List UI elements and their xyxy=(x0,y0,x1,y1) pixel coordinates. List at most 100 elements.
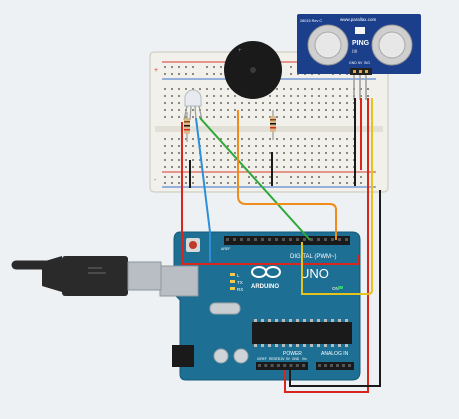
power-pin[interactable] xyxy=(270,364,274,367)
sensor-model-sub: )))) xyxy=(352,48,358,53)
atmega-chip xyxy=(252,322,352,344)
header-pin[interactable] xyxy=(296,238,299,241)
tx-label: TX xyxy=(237,280,243,285)
uno-logo: UNO xyxy=(300,266,329,281)
breadboard-hole xyxy=(178,109,180,111)
breadboard-hole xyxy=(248,159,250,161)
power-jack[interactable] xyxy=(172,345,194,367)
header-pin[interactable] xyxy=(261,238,264,241)
analog-pin[interactable] xyxy=(318,364,321,367)
breadboard-hole xyxy=(276,145,278,147)
breadboard-hole xyxy=(241,159,243,161)
l-led xyxy=(230,273,235,276)
rail-hole xyxy=(234,176,236,178)
breadboard-hole xyxy=(346,102,348,104)
breadboard-hole xyxy=(234,159,236,161)
header-pin[interactable] xyxy=(331,238,334,241)
breadboard-hole xyxy=(220,159,222,161)
rgb-led[interactable] xyxy=(183,89,203,121)
rail-hole xyxy=(220,66,222,68)
breadboard-hole xyxy=(199,116,201,118)
header-pin[interactable] xyxy=(233,238,236,241)
resistor-1[interactable] xyxy=(184,112,190,142)
header-pin[interactable] xyxy=(275,238,278,241)
breadboard-hole xyxy=(276,102,278,104)
rail-hole xyxy=(346,182,348,184)
sensor-pin-label-gnd: GND xyxy=(349,61,357,65)
header-pin[interactable] xyxy=(247,238,250,241)
breadboard-hole xyxy=(318,102,320,104)
power-pin[interactable] xyxy=(289,364,293,367)
header-pin[interactable] xyxy=(324,238,327,241)
breadboard-hole xyxy=(192,145,194,147)
breadboard-hole xyxy=(276,166,278,168)
analog-pin[interactable] xyxy=(336,364,339,367)
power-pin[interactable] xyxy=(276,364,280,367)
header-pin[interactable] xyxy=(254,238,257,241)
chip-pin xyxy=(310,319,313,322)
power-pin[interactable] xyxy=(302,364,306,367)
header-pin[interactable] xyxy=(289,238,292,241)
header-pin[interactable] xyxy=(317,238,320,241)
header-pin[interactable] xyxy=(303,238,306,241)
usb-port[interactable] xyxy=(159,265,199,297)
arduino-uno[interactable]: DIGITAL (PWM~) L TX RX ARDUINO UNO ON xyxy=(159,231,361,381)
header-pin[interactable] xyxy=(338,238,341,241)
header-pin[interactable] xyxy=(345,238,348,241)
breadboard-hole xyxy=(290,152,292,154)
breadboard-hole xyxy=(318,88,320,90)
breadboard-hole xyxy=(164,145,166,147)
analog-pin[interactable] xyxy=(324,364,327,367)
breadboard-hole xyxy=(234,138,236,140)
chip-pin xyxy=(282,319,285,322)
resistor-2-band-3 xyxy=(270,127,276,129)
breadboard-hole xyxy=(178,116,180,118)
power-pin[interactable] xyxy=(264,364,268,367)
breadboard-hole xyxy=(290,88,292,90)
analog-pin[interactable] xyxy=(348,364,351,367)
rail-hole xyxy=(171,73,173,75)
breadboard-hole xyxy=(227,152,229,154)
rail-hole xyxy=(164,66,166,68)
header-pin[interactable] xyxy=(240,238,243,241)
breadboard-hole xyxy=(206,95,208,97)
breadboard-hole xyxy=(241,166,243,168)
breadboard-hole xyxy=(290,138,292,140)
rail-hole xyxy=(185,182,187,184)
breadboard-hole xyxy=(311,166,313,168)
on-label: ON xyxy=(332,286,339,291)
sensor-pin-gnd xyxy=(353,70,356,73)
breadboard-hole xyxy=(171,116,173,118)
analog-pin[interactable] xyxy=(342,364,345,367)
breadboard-hole xyxy=(262,109,264,111)
wire-green xyxy=(199,117,311,241)
chip-pin xyxy=(254,344,257,347)
resistor-2[interactable] xyxy=(270,110,276,140)
rail-hole xyxy=(178,73,180,75)
ping-sensor[interactable]: www.parallax.com 28015 Rev C PING )))) G… xyxy=(297,14,421,75)
power-pin[interactable] xyxy=(258,364,261,367)
chip-pin xyxy=(303,319,306,322)
header-pin[interactable] xyxy=(226,238,229,241)
rx-label: RX xyxy=(237,287,243,292)
header-pin[interactable] xyxy=(282,238,285,241)
header-pin[interactable] xyxy=(268,238,271,241)
rail-hole xyxy=(339,182,341,184)
breadboard-hole xyxy=(346,109,348,111)
header-pin[interactable] xyxy=(310,238,313,241)
breadboard-hole xyxy=(199,166,201,168)
breadboard-hole xyxy=(255,166,257,168)
breadboard-hole xyxy=(269,159,271,161)
chip-pin xyxy=(296,319,299,322)
reset-button-cap[interactable] xyxy=(189,241,197,249)
breadboard-hole xyxy=(234,152,236,154)
piezo-buzzer[interactable]: + xyxy=(224,41,282,99)
analog-pin[interactable] xyxy=(330,364,333,367)
breadboard-hole xyxy=(171,95,173,97)
sensor-rev: 28015 Rev C xyxy=(300,19,322,23)
chip-pin xyxy=(254,319,257,322)
breadboard-hole xyxy=(367,95,369,97)
power-pin[interactable] xyxy=(295,364,299,367)
power-pin[interactable] xyxy=(283,364,287,367)
rail-minus-label: - xyxy=(154,177,157,184)
